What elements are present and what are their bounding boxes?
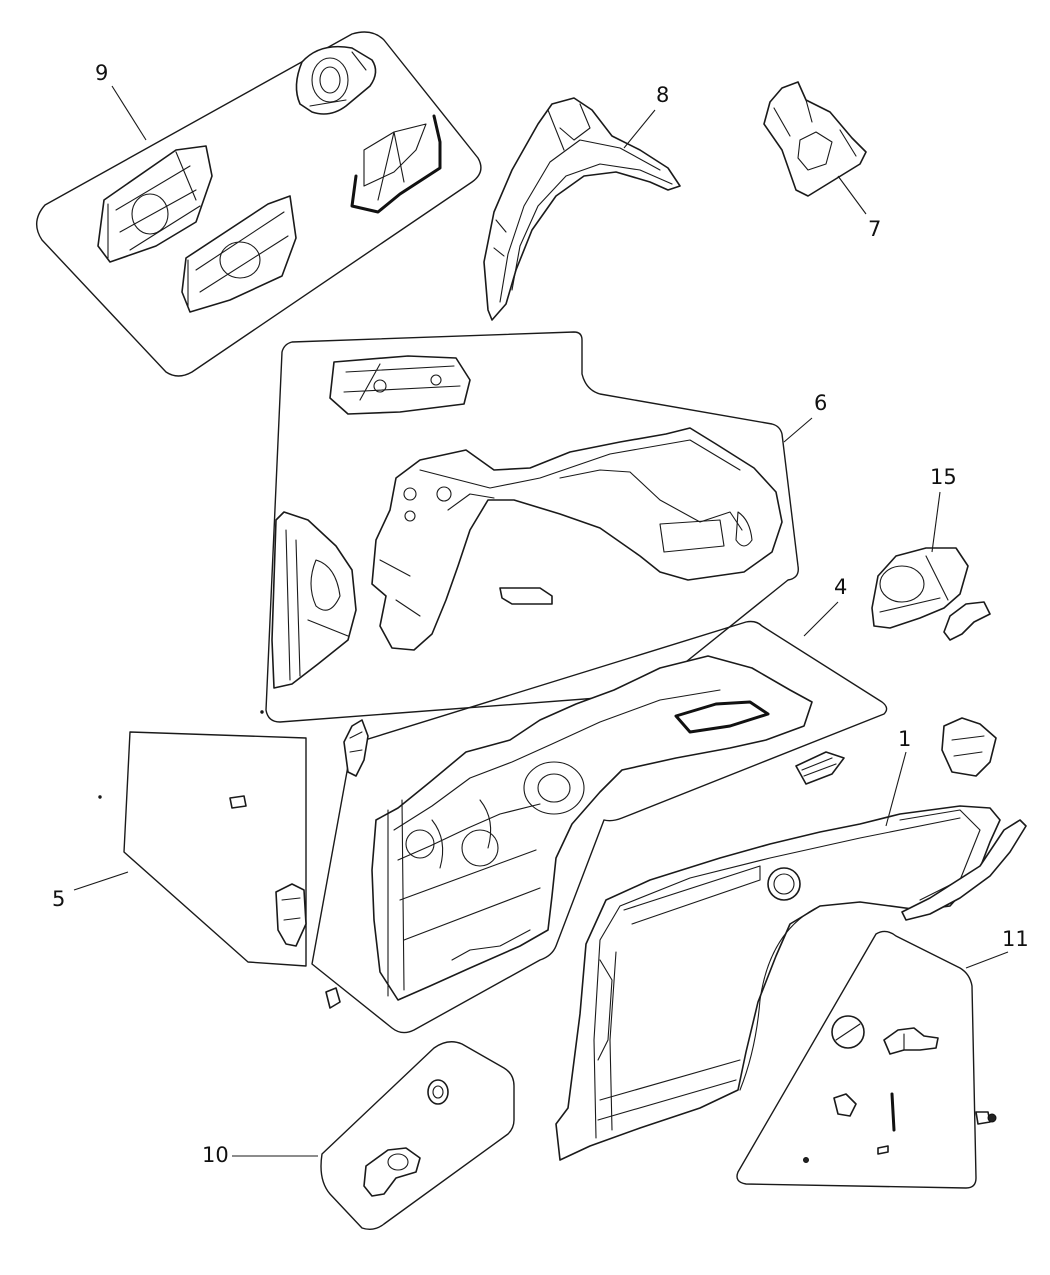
part-1-rear-bracket (941, 717, 997, 777)
part-8-wheelhouse: 8 (483, 83, 681, 321)
leader-6 (783, 417, 813, 443)
leader-4 (803, 601, 839, 637)
group-9-outline (36, 31, 482, 377)
group-5-clip (229, 795, 247, 809)
leader-5 (73, 871, 129, 891)
leader-9 (111, 85, 147, 141)
group-9-panels: 9 (36, 31, 482, 377)
group-11-small-part (877, 1145, 889, 1155)
group-4-inner-quarter: 4 (311, 575, 888, 1034)
callout-6: 6 (814, 391, 827, 415)
group-4-outline (311, 620, 888, 1034)
group-6-pillar (271, 511, 357, 689)
leader-15 (931, 491, 941, 553)
part-7-bracket: 7 (763, 81, 881, 241)
callout-5: 5 (52, 887, 65, 911)
group-4-panel (371, 655, 813, 1001)
callout-8: 8 (656, 83, 669, 107)
group-9-round-bracket (295, 45, 377, 115)
callout-9: 9 (95, 61, 108, 85)
group-5-brackets: 5 (52, 719, 369, 1009)
part-1-rail (901, 819, 1027, 921)
callout-15: 15 (930, 465, 957, 489)
group-5-lower-bracket (275, 883, 307, 947)
callout-1: 1 (898, 727, 911, 751)
leader-1 (885, 751, 907, 827)
callout-4: 4 (834, 575, 847, 599)
group-11-hinge (883, 1027, 939, 1055)
group-9-wire-bracket (350, 114, 442, 214)
group-6-main-panel (371, 427, 783, 651)
group-11-clip (833, 1093, 857, 1117)
leader-7 (837, 175, 867, 215)
part-1-quarter-panel: 1 (555, 717, 1027, 1161)
group-6-top-bracket (329, 355, 471, 415)
group-9-left-bracket (97, 145, 213, 263)
part-1-vent (795, 751, 845, 785)
callout-7: 7 (868, 217, 881, 241)
group-10-filler-parts: 10 (202, 1041, 515, 1231)
leader-11 (965, 951, 1009, 969)
group-5-upper-bracket (343, 719, 369, 777)
leader-8 (623, 109, 656, 149)
group-10-outline (320, 1041, 515, 1231)
group-5-small-clip (325, 987, 341, 1009)
part-15-filler-housing: 15 (871, 465, 991, 641)
group-9-lower-panel (181, 195, 297, 313)
group-11-fuel-door-hardware: 11 (736, 927, 1029, 1189)
group-11-outline (736, 930, 977, 1189)
callout-11: 11 (1002, 927, 1029, 951)
group-6-clip (499, 587, 553, 605)
group-6-inner-panels: 6 (265, 331, 827, 723)
group-11-pin (890, 1092, 896, 1132)
stray-dot (98, 795, 102, 799)
group-11-bolt (975, 1111, 997, 1125)
group-11-dot (803, 1157, 809, 1163)
callout-10: 10 (202, 1143, 229, 1167)
group-11-fuel-door (831, 1015, 865, 1049)
group-5-outline (123, 731, 307, 967)
group-10-housing (363, 1147, 421, 1197)
group-10-grommet (427, 1079, 449, 1105)
stray-dot (260, 710, 264, 714)
